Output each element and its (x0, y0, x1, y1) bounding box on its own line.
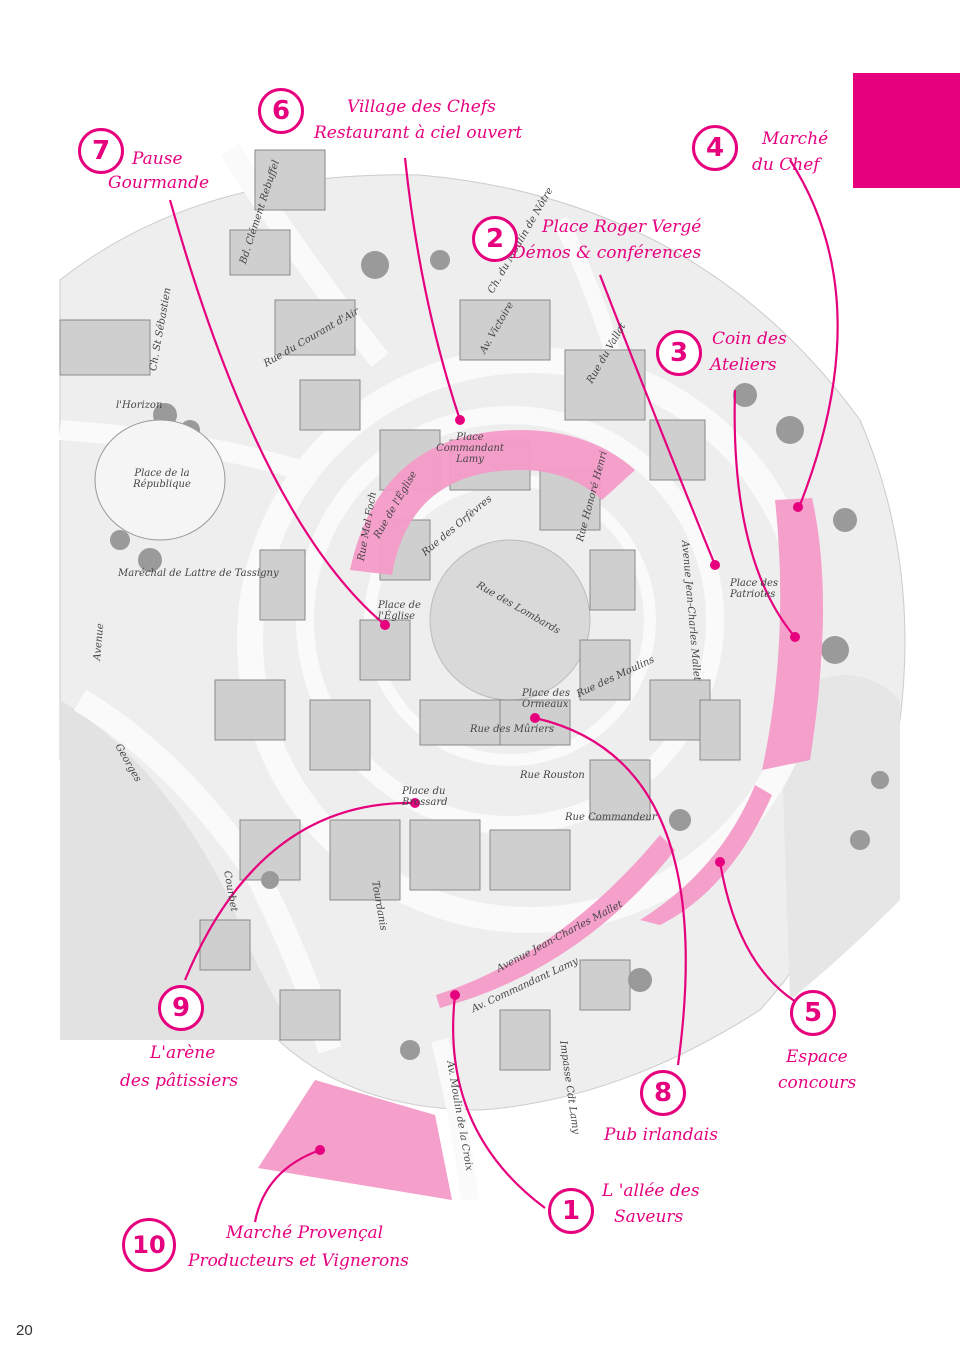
zone-5-espace-concours (640, 785, 772, 925)
street-label: l'Horizon (116, 400, 163, 411)
zone-10-label-line-2: Producteurs et Vignerons (188, 1251, 409, 1271)
event-zones (258, 430, 824, 1200)
leader-line-1 (452, 994, 546, 1209)
leader-line-8 (534, 716, 687, 1066)
street-label: Place du Brossard (402, 786, 448, 808)
zone-10-marche-provencal (258, 1080, 452, 1200)
zone-6-number: 6 (258, 88, 304, 134)
leader-line-2 (598, 274, 717, 566)
street-label: Place de l'Église (378, 600, 421, 622)
street-label: Place Commandant Lamy (436, 432, 504, 465)
zone-7-label-line-1: Pause (132, 149, 183, 169)
zone-9-label-line-1: L'arène (150, 1043, 216, 1063)
zone-1-number: 1 (548, 1188, 594, 1234)
street-label: Place des Patriotes (730, 578, 779, 600)
building-blocks (59, 149, 741, 1071)
place-de-la-republique (94, 419, 226, 541)
zone-10-number: 10 (122, 1218, 176, 1272)
zone-1-allee-des-saveurs (436, 835, 675, 1008)
zone-3-label-line-2: Ateliers (710, 355, 777, 375)
zone-8-number: 8 (640, 1070, 686, 1116)
street-label: Maréchal de Lattre de Tassigny (118, 568, 279, 579)
core-block (429, 539, 591, 701)
street-label: Rue Commandeur (565, 812, 657, 823)
leader-dots (315, 415, 803, 1155)
trees (110, 250, 889, 1060)
zone-8-label-line-1: Pub irlandais (604, 1125, 718, 1145)
zone-2-number: 2 (472, 216, 518, 262)
zone-5-label-line-2: concours (778, 1073, 857, 1093)
leader-line-3 (733, 389, 796, 638)
zone-3-number: 3 (656, 330, 702, 376)
zone-9-number: 9 (158, 985, 204, 1031)
zone-2-label-line-2: Démos & conférences (512, 243, 702, 263)
road-south (431, 1037, 479, 1202)
zone-6-label-line-2: Restaurant à ciel ouvert (314, 123, 523, 143)
zone-4-label-line-2: du Chef (752, 155, 820, 175)
leader-line-7 (168, 199, 386, 626)
corner-tab (853, 73, 960, 188)
zone-1-label-line-2: Saveurs (614, 1207, 684, 1227)
leader-lines (168, 157, 839, 1223)
zone-6-label-line-1: Village des Chefs (347, 97, 496, 117)
leader-line-10 (253, 1148, 321, 1223)
leader-line-9 (183, 801, 416, 981)
zone-5-label-line-1: Espace (786, 1047, 848, 1067)
road-north-west (220, 144, 389, 367)
zone-2-label-line-1: Place Roger Vergé (542, 217, 702, 237)
leader-line-4 (789, 159, 839, 506)
leader-line-6 (403, 157, 462, 421)
zone-4-label-line-1: Marché (762, 129, 829, 149)
street-label: Place des Ormeaux (522, 688, 571, 710)
zone-10-label-line-1: Marché Provençal (226, 1223, 384, 1243)
street-label: Rue Rouston (520, 770, 585, 781)
zone-7-number: 7 (78, 128, 124, 174)
zone-1-label-line-1: L 'allée des (602, 1181, 700, 1201)
zone-4-number: 4 (692, 125, 738, 171)
zone-9-label-line-2: des pâtissiers (120, 1071, 239, 1091)
zone-6-village-des-chefs (350, 430, 635, 575)
page-number: 20 (16, 1322, 33, 1339)
zone-5-number: 5 (790, 990, 836, 1036)
street-label: Rue des Mûriers (470, 724, 555, 735)
street-label: Place de la République (133, 468, 191, 490)
zone-7-label-line-2: Gourmande (108, 173, 210, 193)
zone-3-label-line-1: Coin des (712, 329, 787, 349)
